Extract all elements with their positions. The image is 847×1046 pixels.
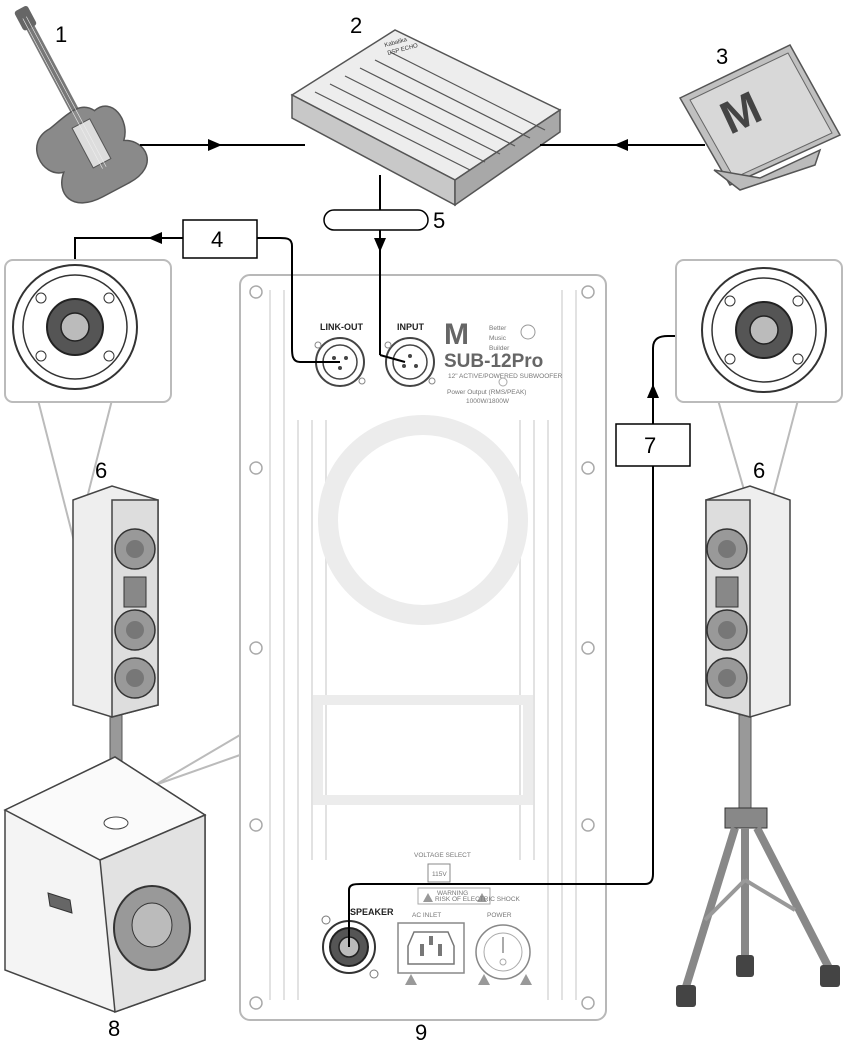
callout-5: 5	[433, 208, 445, 233]
callout-2: 2	[350, 13, 362, 38]
speaker-out-to-right-speaker-cable: 7	[348, 335, 770, 947]
link-out-to-left-speaker-cable: 4	[74, 219, 340, 363]
ac-inlet-socket[interactable]	[397, 922, 465, 974]
power-output-value: 1000W/1800W	[466, 398, 510, 405]
right-satellite-speaker	[705, 485, 791, 816]
ac-inlet-label: AC INLET	[412, 912, 441, 919]
svg-text:Better: Better	[489, 325, 507, 332]
mixer-to-input-cable	[323, 175, 429, 363]
power-switch[interactable]	[475, 924, 531, 980]
power-output-label: Power Output (RMS/PEAK)	[447, 389, 526, 396]
model-name: SUB-12Pro	[444, 351, 543, 372]
model-subtitle: 12" ACTIVE/POWERED SUBWOOFER	[448, 373, 563, 380]
amplifier-plate: LINK-OUT INPUT M Better Music Builder SU…	[239, 274, 607, 1021]
callout-3: 3	[716, 44, 728, 69]
subwoofer-cabinet	[3, 756, 207, 1014]
tripod-stand	[676, 807, 840, 1007]
speaker-output-label: SPEAKER	[350, 907, 394, 917]
callout-1: 1	[55, 22, 67, 47]
audio-mixer: Kabalika DSP ECHO	[290, 29, 562, 207]
input-xlr-jack[interactable]	[384, 337, 436, 387]
warning-label: WARNING RISK OF ELECTRIC SHOCK	[417, 887, 521, 905]
callout-6-left: 6	[95, 458, 107, 483]
electric-guitar	[14, 6, 148, 204]
callout-6-right: 6	[753, 458, 765, 483]
plate-detail-pointer	[154, 734, 241, 786]
callout-8: 8	[108, 1016, 120, 1041]
svg-text:Music: Music	[489, 335, 507, 342]
svg-text:Kabalika: Kabalika	[384, 37, 408, 49]
left-speaker-jack-detail	[4, 259, 172, 546]
voltage-select-label: VOLTAGE SELECT	[414, 852, 471, 859]
callout-7: 7	[644, 433, 656, 458]
svg-text:Builder: Builder	[489, 345, 510, 352]
left-satellite-speaker	[72, 485, 159, 826]
link-out-label: LINK-OUT	[320, 322, 363, 332]
laptop-computer: M	[678, 44, 842, 191]
svg-text:M: M	[444, 318, 469, 351]
svg-text:115V: 115V	[432, 871, 447, 878]
plate-logo: M Better Music Builder	[444, 318, 536, 352]
voltage-switch[interactable]: 115V	[427, 863, 451, 883]
svg-text:RISK OF ELECTRIC SHOCK: RISK OF ELECTRIC SHOCK	[435, 896, 521, 903]
guitar-to-mixer-cable	[140, 139, 305, 151]
power-label: POWER	[487, 912, 512, 919]
laptop-to-mixer-cable	[540, 139, 705, 151]
right-speaker-jack-detail	[675, 259, 843, 549]
callout-9: 9	[415, 1020, 427, 1045]
callout-4: 4	[211, 227, 223, 252]
svg-text:WARNING: WARNING	[437, 890, 468, 897]
input-label: INPUT	[397, 322, 425, 332]
